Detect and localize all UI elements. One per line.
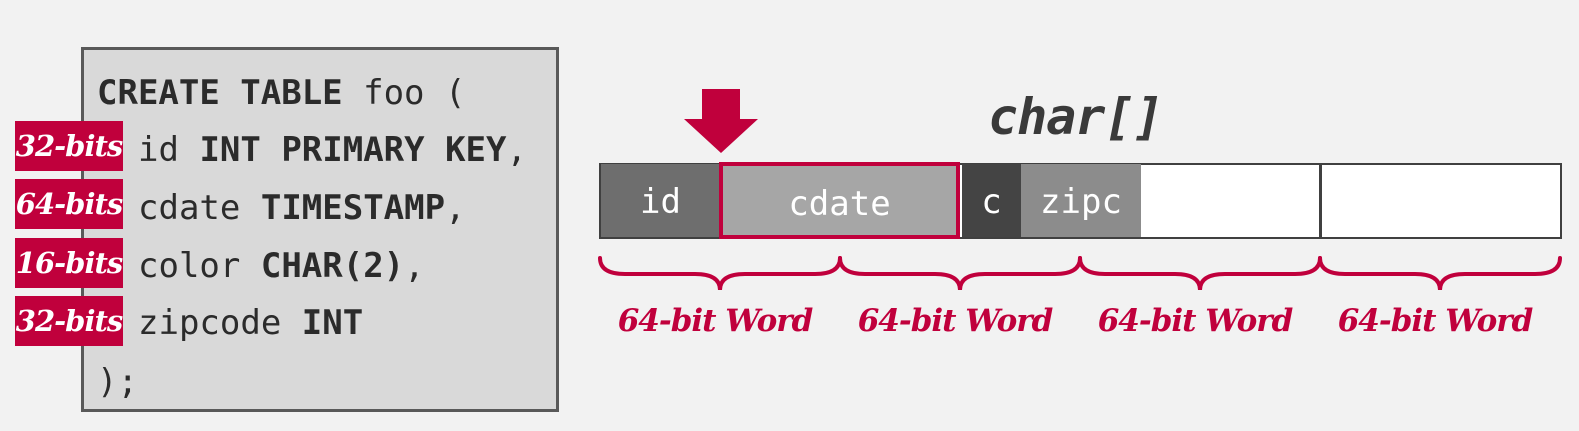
word-label: 64-bit Word [1097, 303, 1294, 339]
column-type: INT [301, 303, 364, 343]
word-braces [598, 256, 1562, 291]
code-line-id: id INT PRIMARY KEY, [138, 130, 527, 170]
code-line-color: color CHAR(2), [138, 246, 425, 286]
code-box [81, 47, 559, 412]
code-text: foo ( [342, 73, 466, 113]
bit-size-badge: 32-bits [15, 121, 123, 171]
code-punct: , [506, 130, 527, 170]
word-label: 64-bit Word [617, 303, 814, 339]
code-line-zipcode: zipcode INT [138, 303, 363, 343]
layout-title: char[] [988, 88, 1164, 146]
column-name: zipcode [138, 303, 282, 343]
word-label: 64-bit Word [857, 303, 1054, 339]
field-cdate: cdate [719, 162, 960, 239]
brace [598, 256, 842, 291]
bit-size-badge: 16-bits [15, 238, 123, 288]
bit-size-badge: 64-bits [15, 179, 123, 229]
code-punct: , [445, 188, 466, 228]
code-line-close: ); [97, 362, 138, 402]
column-name: id [138, 130, 179, 170]
column-name: color [138, 246, 241, 286]
column-type: INT PRIMARY KEY [199, 130, 507, 170]
word-divider [1319, 163, 1322, 239]
field-c: c [962, 164, 1021, 237]
brace [1318, 256, 1562, 291]
keyword: CREATE TABLE [97, 73, 343, 113]
brace [1078, 256, 1322, 291]
word-label: 64-bit Word [1337, 303, 1534, 339]
code-line-cdate: cdate TIMESTAMP, [138, 188, 466, 228]
column-type: TIMESTAMP [260, 188, 446, 228]
brace [838, 256, 1082, 291]
field-zipc: zipc [1021, 164, 1141, 237]
column-type: CHAR(2) [260, 246, 405, 286]
code-line-create: CREATE TABLE foo ( [97, 73, 465, 113]
down-arrow-icon [684, 89, 758, 153]
bit-size-badge: 32-bits [15, 296, 123, 346]
column-name: cdate [138, 188, 241, 228]
field-id: id [601, 164, 720, 237]
code-punct: , [404, 246, 425, 286]
